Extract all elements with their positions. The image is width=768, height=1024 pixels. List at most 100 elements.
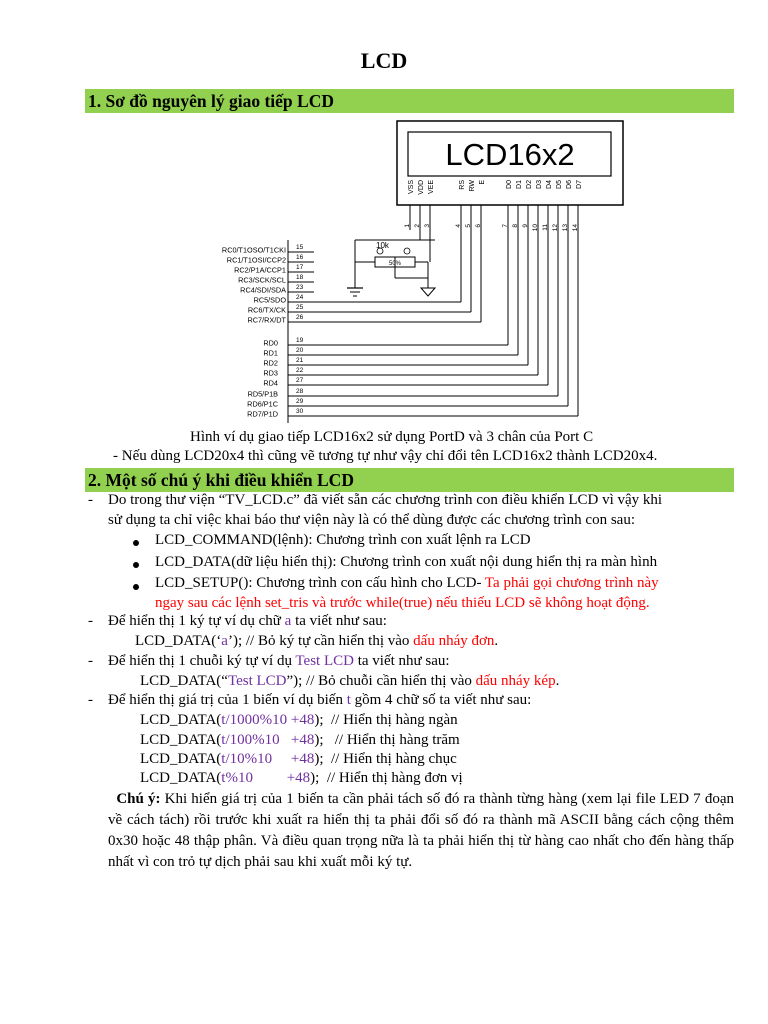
page-title: LCD [360, 48, 408, 73]
portd-label: RD1 [263, 349, 278, 358]
portd-pin-number: 21 [296, 357, 304, 364]
lcd-pin-name: VSS [408, 180, 415, 194]
lcd-pin-name: D6 [566, 180, 573, 189]
portc-pin-number: 18 [296, 274, 304, 281]
lcd-pin-number: 6 [475, 224, 482, 228]
lcd-pin-number: 5 [465, 224, 472, 228]
lcd-schematic-diagram: LCD16x2 VSS 1 VDD 2 VEE 3 RS 4 RW 5 E 6 D0 7 D1 8 D2 9 D3 1… [222, 120, 624, 423]
bullet-dot [133, 583, 139, 590]
lcd-pin-name: D3 [536, 180, 543, 189]
lcd-pin-number: 8 [512, 224, 519, 228]
lcd-pin-number: 11 [542, 224, 549, 231]
paragraph-1-line-2: sử dụng ta chỉ việc khai báo thư viện nà… [108, 512, 635, 528]
lcd-pin-number: 14 [572, 224, 579, 232]
portd-label: RD3 [263, 369, 278, 378]
lcd-pin-name: E [479, 180, 486, 185]
schematic-wires [287, 218, 579, 423]
portc-label: RC1/T1OSI/CCP2 [227, 256, 286, 265]
lcd-pin-name: D7 [576, 180, 583, 189]
bullet-1 [133, 534, 139, 551]
lcd-pin-number: 4 [455, 224, 462, 228]
lcd-pin-number: 3 [424, 224, 431, 228]
example-3-code-1: LCD_DATA(t/1000%10 +48); // Hiển thị hàn… [140, 712, 458, 728]
pot-value: 10k [376, 241, 390, 250]
example-2-intro: Để hiển thị 1 chuỗi ký tự ví dụ Test LCD… [108, 653, 450, 669]
portd-pin-number: 19 [296, 337, 304, 344]
bullet-2-text: LCD_DATA(dữ liệu hiển thị): Chương trình… [155, 554, 658, 570]
lcd-pin-name: VDD [418, 180, 425, 195]
portc-pin-number: 24 [296, 294, 304, 301]
lcd-pin-name: D0 [506, 180, 513, 189]
portd-label: RD7/P1D [247, 410, 278, 419]
lcd-pin-number: 12 [552, 224, 559, 232]
section-1-heading: 1. Sơ đồ nguyên lý giao tiếp LCD [85, 89, 734, 113]
portd-label: RD5/P1B [248, 390, 279, 399]
potentiometer: 50% 10k [347, 239, 437, 297]
portc-pin-number: 17 [296, 264, 304, 271]
lcd-pin-number: 1 [404, 224, 411, 228]
portc-label: RC7/RX/DT [247, 316, 286, 325]
bullet-2 [133, 556, 139, 573]
dash-marker: - [88, 613, 93, 629]
lcd-pin-name: D4 [546, 180, 553, 189]
portd-pin-number: 29 [296, 398, 304, 405]
paragraph-1-line-1: Do trong thư viện “TV_LCD.c” đã viết sẵn… [108, 492, 663, 508]
lcd-pins: VSS 1 VDD 2 VEE 3 RS 4 RW 5 E 6 D0 7 D1 8 D2 9 D3 10 D4 11 D5 1… [404, 180, 583, 232]
note-lcd20x4: - Nếu dùng LCD20x4 thì cũng vẽ tương tự … [113, 448, 658, 464]
portd-pin-number: 22 [296, 367, 304, 374]
portc-label: RC2/P1A/CCP1 [234, 266, 286, 275]
example-3-code-4: LCD_DATA(t%10 +48); // Hiển thị hàng đơn… [140, 770, 463, 786]
dash-marker: - [88, 692, 93, 708]
bullet-1-text: LCD_COMMAND(lệnh): Chương trình con xuất… [155, 532, 531, 548]
bullet-dot [133, 539, 139, 546]
lcd-pin-name: D5 [556, 180, 563, 189]
lcd-pin-number: 9 [522, 224, 529, 228]
example-2-code: LCD_DATA(“Test LCD”); // Bỏ chuỗi cần hi… [140, 673, 560, 689]
bullet-dot [133, 561, 139, 568]
lcd-pin-number: 13 [562, 224, 569, 232]
lcd-pin-name: D2 [526, 180, 533, 189]
example-3-code-2: LCD_DATA(t/100%10 +48); // Hiển thị hàng… [140, 732, 460, 748]
lcd-screen [407, 131, 612, 177]
lcd-pin-name: D1 [516, 180, 523, 189]
bullet-3-text-cont: ngay sau các lệnh set_tris và trước whil… [155, 595, 650, 611]
portc-pin-number: 26 [296, 314, 304, 321]
figure-caption: Hình ví dụ giao tiếp LCD16x2 sử dụng Por… [190, 429, 594, 445]
lcd-pin-number: 7 [502, 224, 509, 228]
lcd-pin-number: 10 [532, 224, 539, 232]
example-3-intro: Để hiển thị giá trị của 1 biến ví dụ biế… [108, 692, 532, 708]
example-1-code: LCD_DATA(‘a’); // Bỏ ký tự cần hiển thị … [135, 633, 499, 649]
example-3-code-3: LCD_DATA(t/10%10 +48); // Hiển thị hàng … [140, 751, 457, 767]
lcd-pin-name: VEE [428, 180, 435, 194]
bullet-3-text: LCD_SETUP(): Chương trình con cấu hình c… [155, 575, 659, 591]
portc-pin-number: 15 [296, 244, 304, 251]
portd-pin-number: 27 [296, 377, 304, 384]
portc-label: RC6/TX/CK [248, 306, 286, 315]
portd-pin-number: 30 [296, 408, 304, 415]
bullet-3 [133, 578, 139, 595]
portd-pin-number: 20 [296, 347, 304, 354]
portc-label: RC5/SDO [254, 296, 287, 305]
portd-label: RD4 [263, 379, 278, 388]
dash-marker: - [88, 653, 93, 669]
section-2-heading: 2. Một số chú ý khi điều khiển LCD [85, 468, 734, 492]
lcd-pin-name: RW [469, 180, 476, 192]
lcd-pin-name: RS [459, 180, 466, 190]
portc-pin-number: 25 [296, 304, 304, 311]
portd-pin-number: 28 [296, 388, 304, 395]
portc-label: RC3/SCK/SCL [238, 276, 286, 285]
lcd-pin-number: 2 [414, 224, 421, 228]
portd-label: RD2 [263, 359, 278, 368]
portd-label: RD0 [263, 339, 278, 348]
portc-pin-number: 16 [296, 254, 304, 261]
example-1-intro: Để hiển thị 1 ký tự ví dụ chữ a ta viết … [108, 613, 387, 629]
portc-label: RC4/SDI/SDA [240, 286, 286, 295]
dash-marker: - [88, 492, 93, 508]
note-paragraph: Chú ý: Khi hiển giá trị của 1 biến ta cầ… [108, 791, 734, 870]
portc-label: RC0/T1OSO/T1CKI [222, 246, 286, 255]
portc-pin-number: 23 [296, 284, 304, 291]
lcd-label: LCD16x2 [445, 137, 574, 172]
